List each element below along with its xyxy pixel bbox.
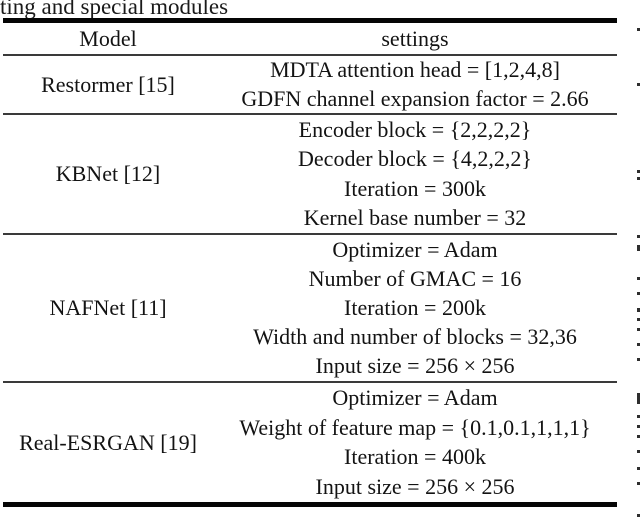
column-header-settings: settings <box>213 23 617 54</box>
setting-line: Input size = 256 × 256 <box>315 353 515 379</box>
table-rule <box>3 54 617 56</box>
setting-line: Iteration = 400k <box>344 444 486 470</box>
table-header-row: Model settings <box>3 23 617 54</box>
setting-line: Encoder block = {2,2,2,2} <box>298 116 532 142</box>
model-label-restormer: Restormer [15] <box>41 71 175 97</box>
setting-line: Number of GMAC = 16 <box>308 265 522 291</box>
model-label-real-esrgan: Real-ESRGAN [19] <box>19 429 197 455</box>
settings-cell-nafnet: Optimizer = Adam Number of GMAC = 16 Ite… <box>213 235 617 381</box>
setting-line: Optimizer = Adam <box>332 384 498 410</box>
column-header-settings-label: settings <box>381 25 449 51</box>
setting-line: Input size = 256 × 256 <box>315 474 515 500</box>
settings-cell-kbnet: Encoder block = {2,2,2,2} Decoder block … <box>213 115 617 233</box>
table-bottom-rule <box>3 502 617 507</box>
column-header-model: Model <box>79 25 137 51</box>
setting-line: Width and number of blocks = 32,36 <box>253 324 577 350</box>
setting-line: Kernel base number = 32 <box>303 205 527 231</box>
setting-line: Optimizer = Adam <box>332 236 498 262</box>
table-rule <box>3 113 617 115</box>
model-label-nafnet: NAFNet [11] <box>49 295 167 320</box>
setting-line: GDFN channel expansion factor = 2.66 <box>241 85 589 111</box>
table-top-rule <box>3 18 617 23</box>
table-row-nafnet: NAFNet [11] Optimizer = Adam Number of G… <box>3 235 617 381</box>
table-row-kbnet: KBNet [12] Encoder block = {2,2,2,2} Dec… <box>3 115 617 233</box>
settings-cell-restormer: MDTA attention head = [1,2,4,8] GDFN cha… <box>213 56 617 113</box>
setting-line: Decoder block = {4,2,2,2} <box>298 146 532 172</box>
table-row-real-esrgan: Real-ESRGAN [19] Optimizer = Adam Weight… <box>3 383 617 502</box>
table-row-restormer: Restormer [15] MDTA attention head = [1,… <box>3 56 617 113</box>
setting-line: MDTA attention head = [1,2,4,8] <box>270 57 560 83</box>
setting-line: Iteration = 200k <box>344 294 486 320</box>
setting-line: Iteration = 300k <box>344 175 486 201</box>
settings-cell-real-esrgan: Optimizer = Adam Weight of feature map =… <box>213 383 617 502</box>
setting-line: Weight of feature map = {0.1,0.1,1,1,1} <box>239 414 591 440</box>
settings-table: Model settings Restormer [15] MDTA atten… <box>3 18 617 507</box>
model-label-kbnet: KBNet [12] <box>55 161 161 186</box>
table-rule <box>3 381 617 383</box>
table-caption-fragment: ting and special modules <box>0 0 229 19</box>
table-rule <box>3 233 617 235</box>
